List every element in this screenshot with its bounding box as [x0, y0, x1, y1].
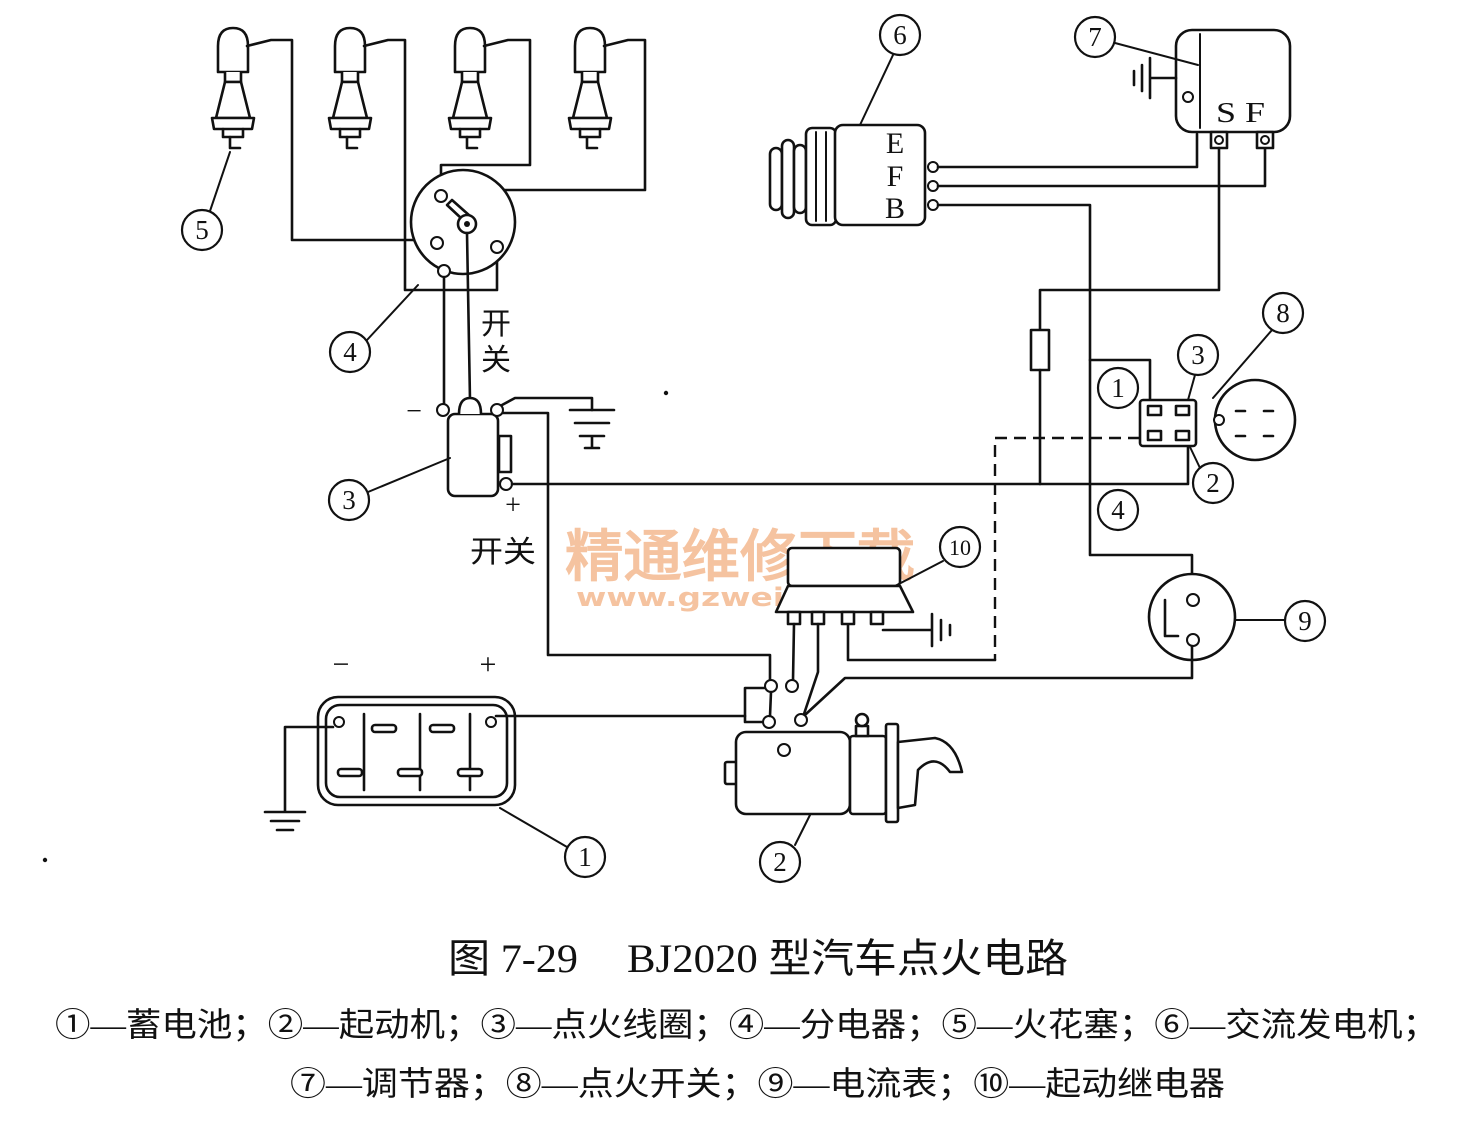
label-coil-switch: 开关	[470, 536, 536, 569]
callout-switch-terminal-1: 1	[1096, 366, 1140, 410]
alternator-terminal-e: E	[886, 127, 904, 160]
callout-number: 4	[1111, 495, 1125, 525]
regulator	[1174, 28, 1292, 150]
callout-number: 2	[773, 847, 787, 877]
relay-ground	[881, 612, 952, 648]
coil-positive-sign: +	[505, 490, 521, 521]
callout-spark-plug: 5	[180, 151, 231, 252]
battery-ground	[263, 725, 335, 832]
callout-number: 5	[195, 215, 209, 245]
wire-plug-1	[245, 38, 433, 242]
wire-distributor-coil-high	[465, 231, 472, 402]
callout-number: 10	[949, 535, 971, 560]
callout-number: 2	[1206, 468, 1220, 498]
callout-battery: 1	[499, 807, 607, 879]
callout-number: 3	[342, 485, 356, 515]
callout-number: 3	[1191, 340, 1205, 370]
distributor	[409, 168, 517, 278]
wire-alternator-b	[936, 203, 1194, 596]
wire-plug-3	[439, 38, 532, 192]
wire-ammeter-starter	[804, 644, 1194, 716]
figure-title: BJ2020 型汽车点火电路	[627, 936, 1068, 981]
ignition-coil	[436, 396, 513, 498]
regulator-terminals-label: S F	[1216, 98, 1265, 129]
starter	[723, 679, 964, 824]
wire-coil-positive	[510, 445, 1190, 486]
legend-line-1: ①—蓄电池；②—起动机；③—点火线圈；④—分电器；⑤—火花塞；⑥—交流发电机；	[55, 1007, 1438, 1044]
callout-regulator: 7	[1073, 15, 1199, 66]
spark-plugs	[210, 26, 613, 150]
label-switch-char-2: 关	[481, 344, 511, 377]
callout-ignition-switch: 8	[1212, 291, 1305, 399]
callout-switch-terminal-4: 4	[1096, 488, 1140, 532]
wire-coil-switch	[501, 411, 772, 682]
alternator-terminal-b: B	[885, 192, 905, 225]
callout-ignition-coil: 3	[327, 457, 451, 522]
callout-number: 6	[893, 20, 907, 50]
print-speck	[663, 390, 669, 396]
wire-plug-2	[362, 38, 499, 292]
wire-relay-terminal-2	[802, 622, 820, 716]
fuse	[1029, 328, 1051, 372]
wire-relay-terminal-3	[846, 623, 997, 662]
battery	[316, 695, 517, 807]
callout-ammeter: 9	[1234, 599, 1327, 643]
wire-switch-relay-dashed	[993, 436, 1140, 660]
wire-switch-terminal-1	[1088, 358, 1152, 402]
wire-plug-4	[501, 38, 647, 192]
spark-plug-1	[210, 26, 256, 150]
callout-number: 7	[1088, 22, 1102, 52]
wire-regulator-s	[1038, 146, 1221, 332]
callout-number: 4	[343, 337, 357, 367]
alternator-terminal-f: F	[887, 160, 904, 193]
alternator	[768, 123, 939, 227]
spark-plug-4	[567, 26, 613, 150]
legend-line-2: ⑦—调节器；⑧—点火开关；⑨—电流表；⑩—起动继电器	[290, 1066, 1225, 1103]
wire-alternator-f	[936, 147, 1267, 188]
callout-starter-relay: 10	[894, 525, 982, 587]
callout-switch-terminal-2: 2	[1189, 446, 1235, 505]
high-tension-wires	[245, 38, 647, 292]
callout-switch-terminal-3: 3	[1176, 333, 1220, 401]
callout-starter: 2	[758, 814, 811, 884]
battery-positive-sign: +	[480, 648, 497, 681]
callout-number: 1	[578, 842, 592, 872]
label-switch-char-1: 开	[481, 308, 511, 341]
callout-distributor: 4	[328, 284, 419, 374]
coil-negative-sign: −	[406, 396, 422, 427]
battery-negative-sign: −	[333, 648, 350, 681]
figure-number: 图 7-29	[448, 936, 578, 981]
regulator-ground	[1132, 56, 1178, 100]
callout-number: 8	[1276, 298, 1290, 328]
callout-number: 1	[1111, 373, 1125, 403]
wire-relay-terminal-1	[791, 622, 796, 682]
print-speck	[42, 857, 48, 863]
spark-plug-3	[447, 26, 493, 150]
ignition-switch	[1138, 378, 1297, 462]
spark-plug-2	[327, 26, 373, 150]
starter-relay	[774, 546, 915, 626]
coil-resistor	[497, 434, 513, 474]
callout-number: 9	[1298, 606, 1312, 636]
coil-ground	[500, 396, 616, 450]
wire-alternator-e	[936, 132, 1199, 169]
callout-alternator: 6	[859, 13, 922, 126]
